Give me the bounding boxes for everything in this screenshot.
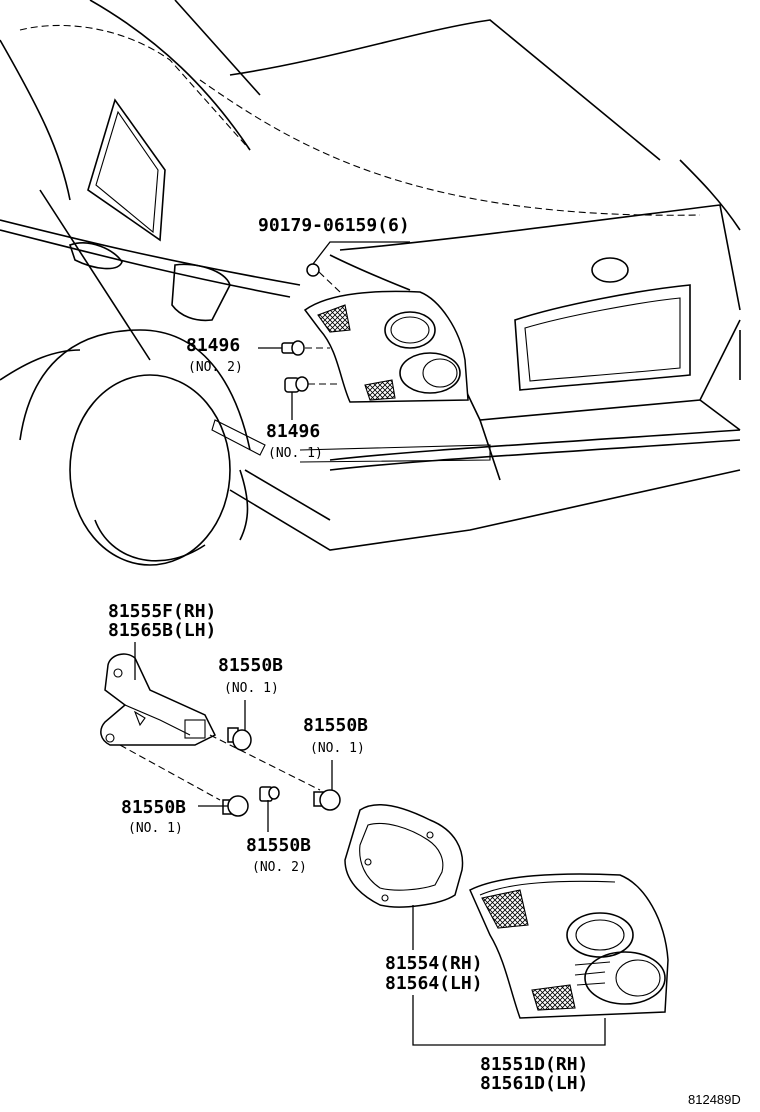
diagram-reference-code: 812489D	[688, 1092, 741, 1107]
bulb-d-variant: (NO. 2)	[252, 860, 307, 875]
lens-housing-lh-number: 81561D(LH)	[480, 1073, 588, 1094]
socket-no1-part-number: 81496	[266, 421, 320, 442]
bulb-b-variant: (NO. 1)	[310, 741, 365, 756]
bulb-c-variant: (NO. 1)	[128, 821, 183, 836]
lamp-base-lh-number: 81565B(LH)	[108, 620, 216, 641]
gasket-rh-number: 81554(RH)	[385, 953, 483, 974]
bolt-part-number: 90179-06159(6)	[258, 215, 410, 236]
car-body	[0, 0, 741, 566]
socket-no1-variant: (NO. 1)	[268, 446, 323, 461]
bulb-a-part	[227, 700, 252, 751]
socket-no2-part	[258, 340, 330, 356]
bulb-a-variant: (NO. 1)	[224, 681, 279, 696]
bulb-d-part	[259, 786, 280, 832]
gasket-lh-number: 81564(LH)	[385, 973, 483, 994]
gasket-part	[344, 804, 606, 1046]
bulb-b-part-number: 81550B	[303, 715, 368, 736]
lens-housing-rh-number: 81551D(RH)	[480, 1054, 588, 1075]
bulb-c-part	[198, 795, 249, 817]
lens-housing-part	[469, 873, 669, 1019]
socket-no1-part	[284, 376, 338, 420]
socket-no2-variant: (NO. 2)	[188, 360, 243, 375]
bolt-part	[306, 241, 410, 293]
lamp-base-rh-number: 81555F(RH)	[108, 601, 216, 622]
socket-no2-part-number: 81496	[186, 335, 240, 356]
bulb-c-part-number: 81550B	[121, 797, 186, 818]
bulb-a-part-number: 81550B	[218, 655, 283, 676]
lamp-base-part	[100, 642, 321, 801]
bulb-d-part-number: 81550B	[246, 835, 311, 856]
bulb-b-part	[313, 760, 341, 811]
